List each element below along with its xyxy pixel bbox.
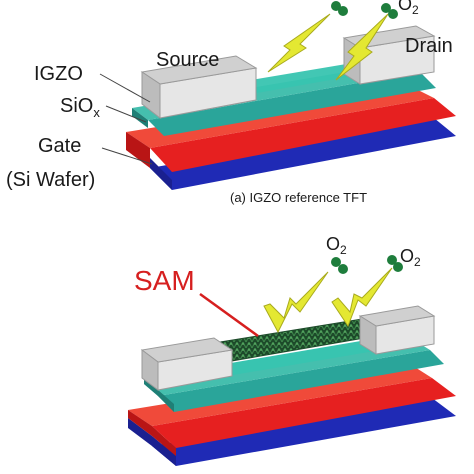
bottom-siox-side [144, 378, 174, 412]
bottom-gate-blue-front [152, 398, 456, 466]
top-device [126, 25, 456, 190]
bottom-siox-top [144, 340, 430, 396]
top-gate-red-front [150, 98, 456, 172]
bottom-gas-label-left: O2 [326, 234, 347, 257]
bottom-device [128, 305, 456, 466]
top-arrow-right [335, 13, 389, 81]
bottom-oxygen-molecule-c [387, 255, 397, 265]
top-source-electrode-side [141, 71, 161, 120]
top-oxygen-molecule-c [381, 3, 391, 13]
bottom-oxygen-molecule-b [338, 264, 348, 274]
igzo-leader-line [99, 73, 151, 103]
bottom-source-electrode-side [141, 349, 159, 391]
bottom-oxygen-molecule-a [331, 257, 341, 267]
sam-pointer-line [199, 292, 259, 338]
bottom-drain-electrode-side [359, 315, 377, 355]
top-gate-red-side [126, 132, 150, 168]
top-gate-blue-side [150, 158, 172, 190]
top-gate-blue-front [150, 118, 456, 190]
top-oxygen-molecule-d [388, 9, 398, 19]
drain-label: Drain [405, 35, 453, 57]
bottom-oxygen-molecule-d [393, 262, 403, 272]
bottom-gate-blue-side [128, 418, 176, 466]
top-gas-label: O2 [398, 0, 419, 17]
bottom-siox-layer [158, 350, 444, 412]
sam-label: SAM [134, 265, 195, 296]
bottom-gate-red-front [152, 378, 456, 448]
top-siox-side [132, 108, 148, 128]
siox-label: SiOx [60, 95, 100, 120]
top-oxygen-arrows [267, 1, 398, 81]
top-oxygen-molecule-b [338, 6, 348, 16]
siox-leader-line [105, 105, 147, 123]
top-arrow-left [267, 13, 331, 73]
gate-leader-line [101, 147, 153, 165]
gate-material-label: (Si Wafer) [6, 169, 95, 191]
bottom-arrow-right [331, 267, 393, 328]
bottom-gas-label-right: O2 [400, 246, 421, 269]
bottom-oxygen-arrows [263, 255, 403, 334]
top-siox-layer [148, 72, 436, 136]
bottom-gate-red-side [128, 410, 176, 456]
bottom-arrow-left [263, 271, 329, 334]
top-oxygen-molecule-a [331, 1, 341, 11]
igzo-label: IGZO [34, 63, 83, 85]
source-label: Source [156, 49, 219, 71]
gate-label: Gate [38, 135, 81, 157]
top-caption: (a) IGZO reference TFT [230, 190, 367, 205]
